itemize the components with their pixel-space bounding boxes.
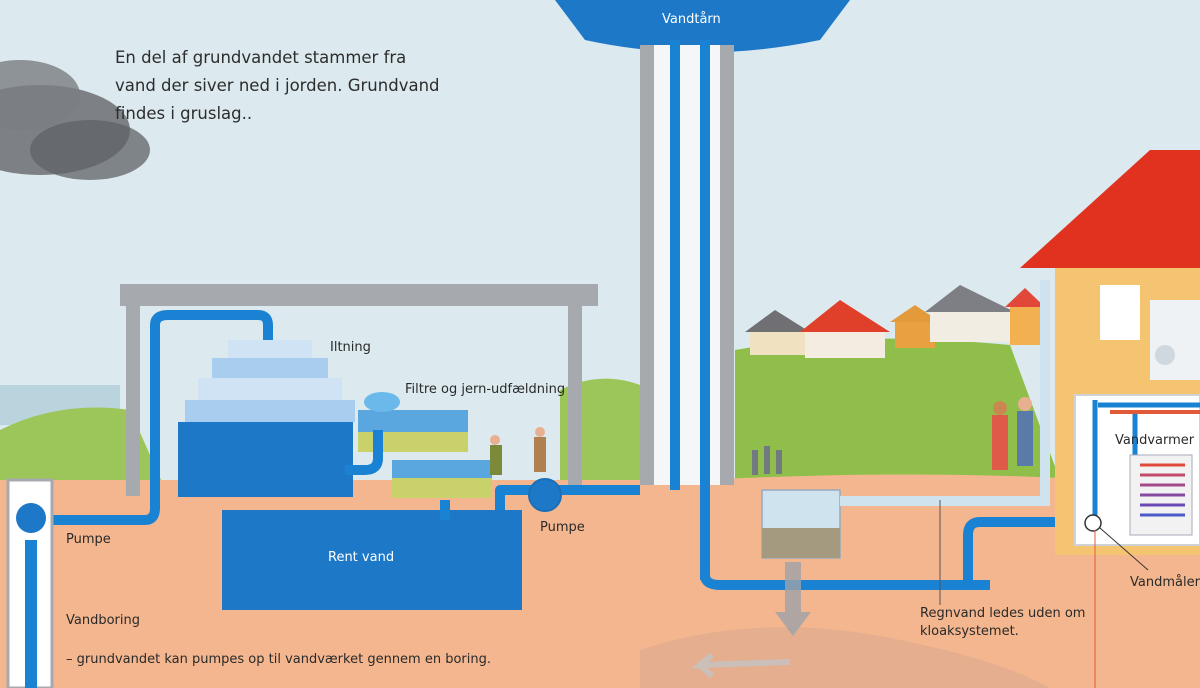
aeration-label: Iltning [330, 340, 371, 355]
water-meter-icon [1084, 514, 1102, 532]
rainwater-label-line-1: Regnvand ledes uden om [920, 606, 1086, 621]
aeration-tower [178, 340, 355, 497]
house [1020, 150, 1200, 688]
clean-water-label: Rent vand [328, 550, 395, 565]
seepage-arrow-icon [775, 562, 811, 636]
intro-line-2: vand der siver ned i jorden. Grundvand [115, 76, 440, 95]
water-heater-label: Vandvarmer [1115, 433, 1195, 448]
intro-line-1: En del af grundvandet stammer fra [115, 48, 407, 67]
people [490, 397, 1033, 475]
rainwater-label-line-2: kloaksystemet. [920, 624, 1019, 639]
water-tower-label: Vandtårn [662, 12, 721, 27]
pump-right-label: Pumpe [540, 520, 585, 535]
groundwater-layer [640, 627, 1050, 688]
rainwater-tank [761, 280, 1050, 559]
groundwater-flow-arrow-icon [691, 652, 791, 679]
pipes [30, 310, 1090, 590]
well-label: Vandboring [66, 613, 140, 628]
pump-right-icon [528, 478, 562, 512]
clean-water-tank [222, 510, 522, 610]
well-note: – grundvandet kan pumpes op til vandværk… [66, 652, 492, 667]
village [745, 285, 1045, 358]
cloud-icon [0, 60, 150, 180]
intro-line-3: findes i gruslag.. [115, 104, 253, 123]
pump-left-icon [16, 503, 46, 533]
water-tower [555, 0, 850, 580]
pump-left-label: Pumpe [66, 532, 111, 547]
filters-label: Filtre og jern-udfældning [405, 382, 566, 397]
water-meter-label: Vandmåler [1130, 575, 1200, 590]
waterworks-shelter [120, 284, 598, 496]
intro-text: En del af grundvandet stammer fra vand d… [115, 44, 455, 128]
hill-right [735, 338, 1060, 480]
